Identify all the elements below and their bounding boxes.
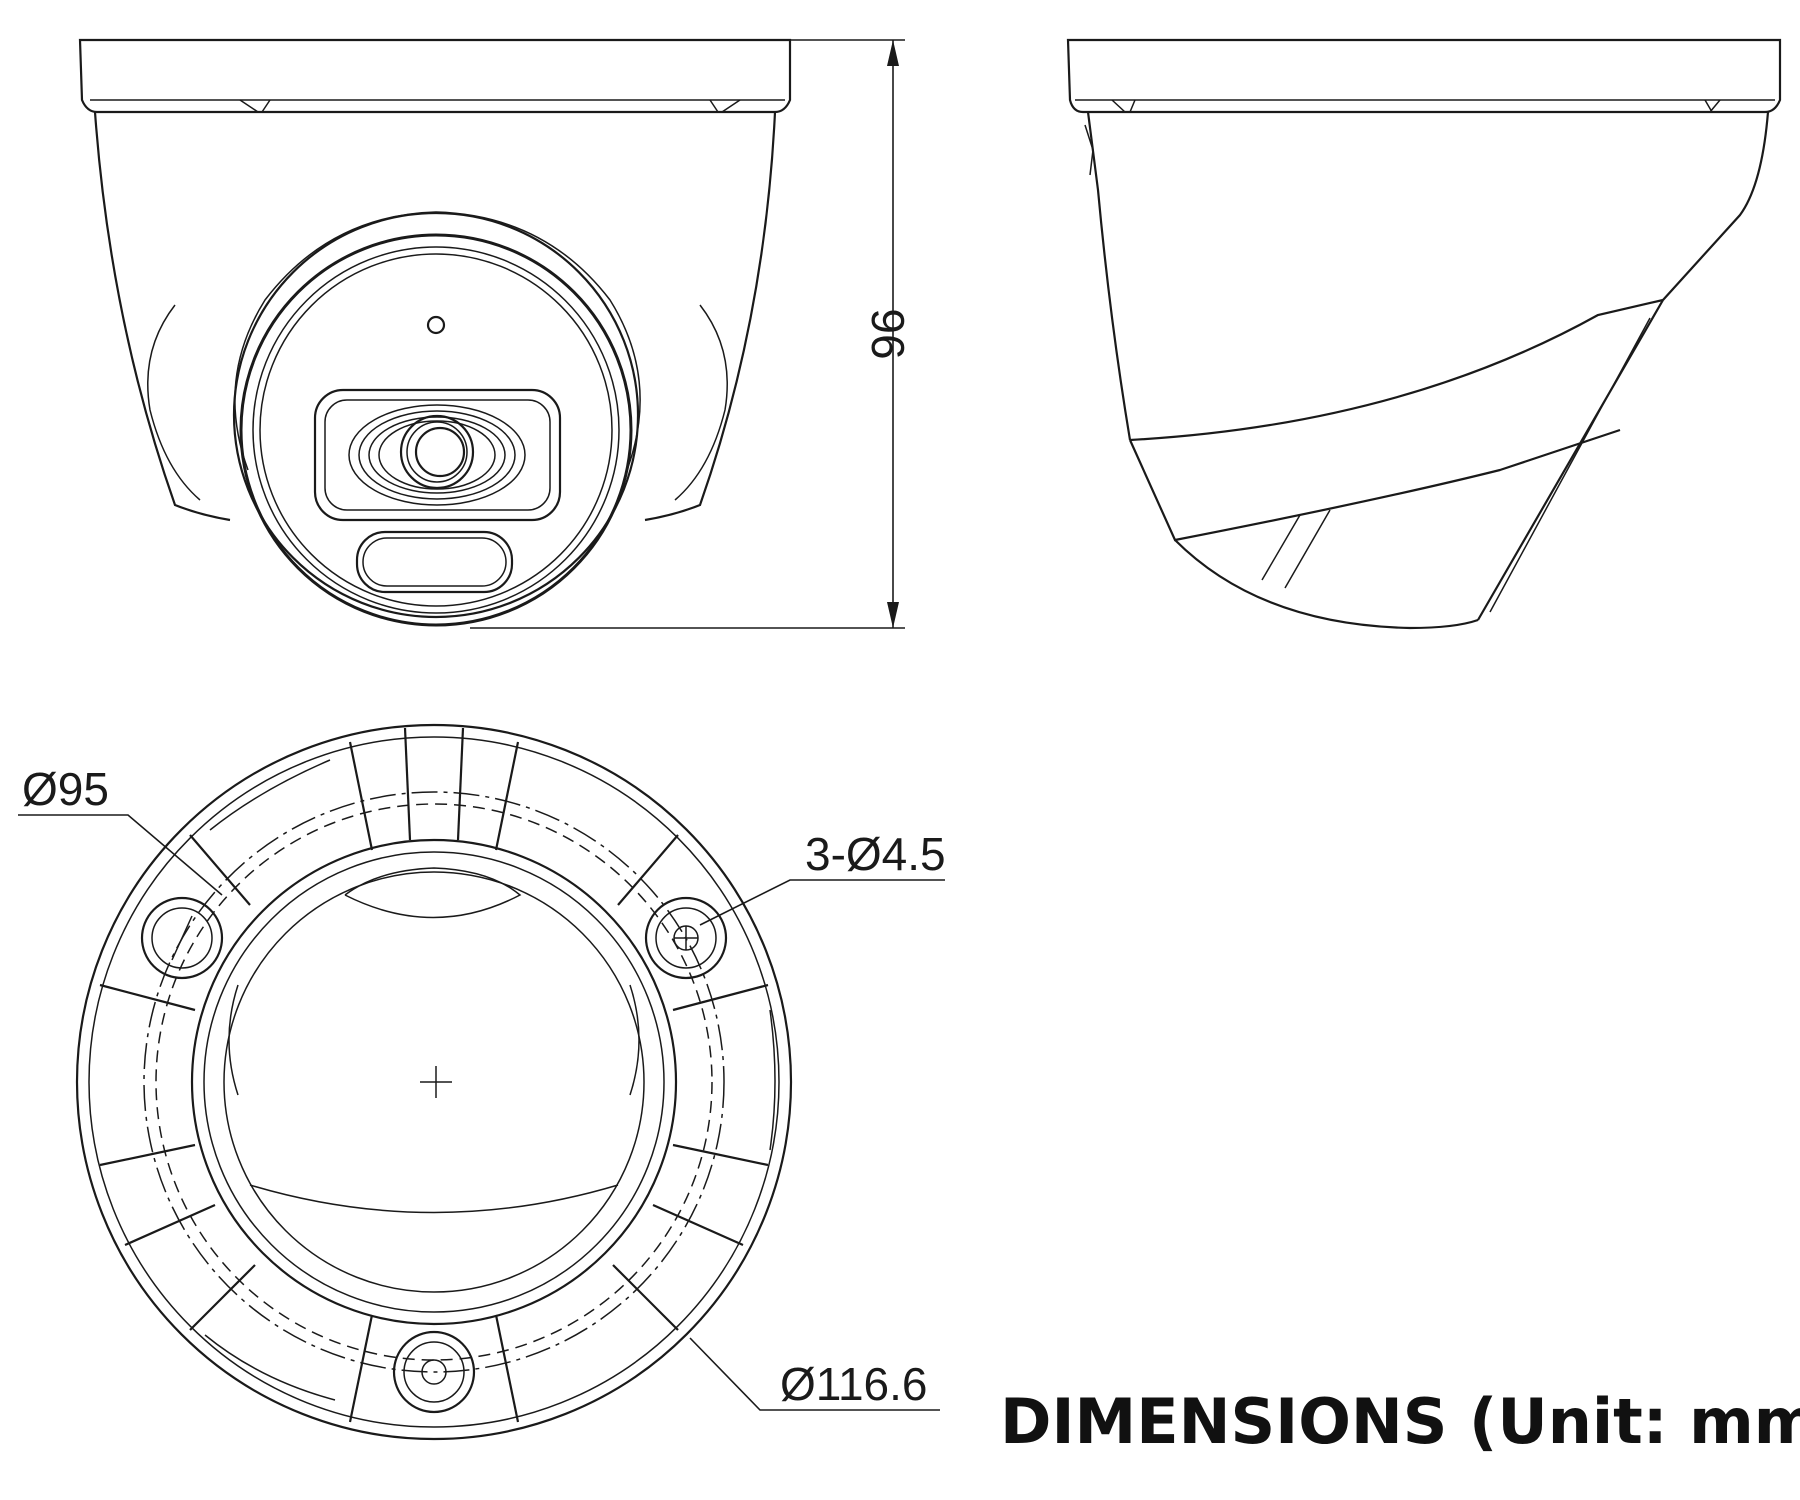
holes-label: 3-Ø4.5	[805, 828, 946, 880]
page-title: DIMENSIONS (Unit: mm)	[1000, 1385, 1800, 1458]
height-label: 96	[862, 308, 914, 359]
height-dimension: 96	[470, 39, 914, 629]
outer-diameter-label: Ø116.6	[780, 1358, 927, 1410]
side-view	[1066, 38, 1782, 630]
bottom-view	[75, 723, 793, 1441]
base-diameter-label: Ø95	[22, 763, 109, 815]
base-diameter-callout: Ø95	[18, 763, 223, 896]
holes-callout: 3-Ø4.5	[699, 828, 946, 926]
outer-diameter-callout: Ø116.6	[689, 1337, 940, 1411]
front-view	[78, 38, 792, 627]
